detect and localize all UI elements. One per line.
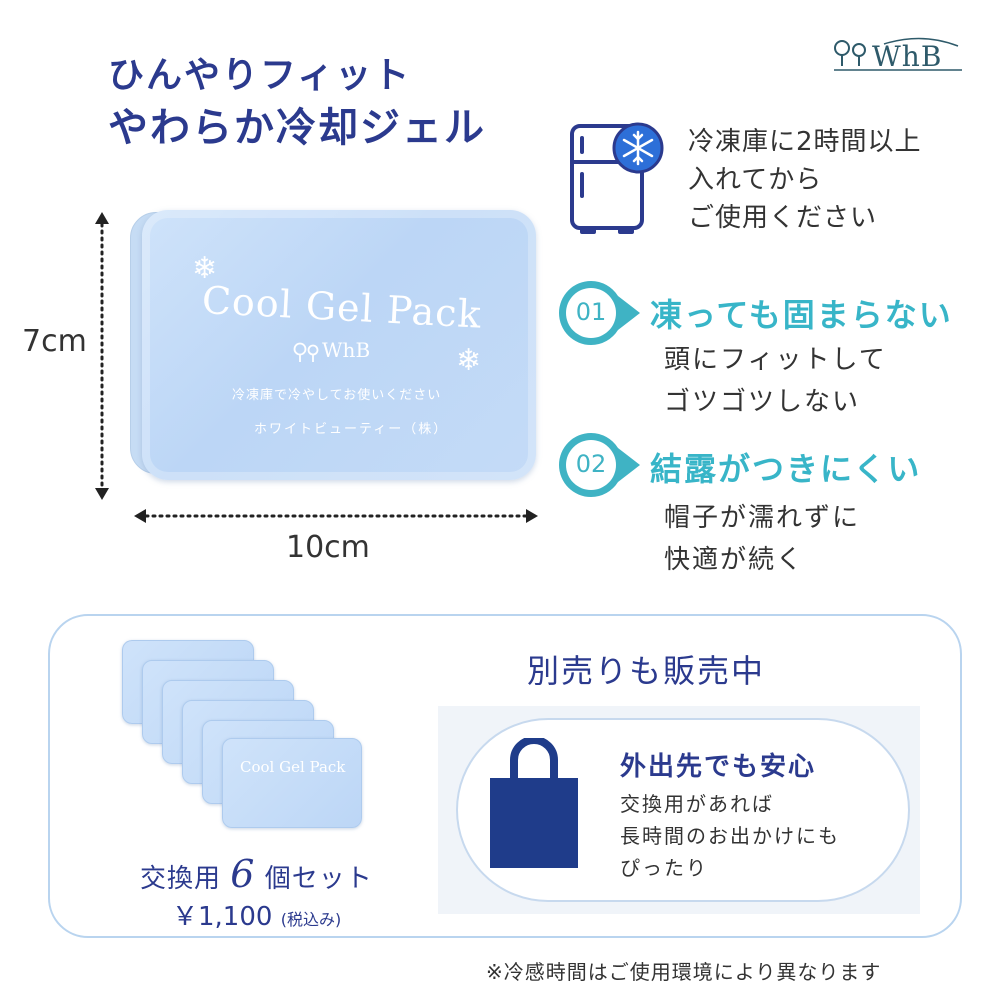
gel-pack-image bbox=[142, 210, 536, 480]
shopping-bag-icon bbox=[490, 738, 578, 868]
footnote: ※冷感時間はご使用環境により異なります bbox=[486, 960, 882, 984]
set-suffix: 個セット bbox=[264, 864, 373, 894]
snowflake-icon: ❄ bbox=[456, 343, 482, 378]
pack-maker: ホワイトビューティー（株） bbox=[254, 422, 449, 437]
price: ￥1,100 (税込み) bbox=[172, 896, 341, 933]
headline-line-2: やわらか冷却ジェル bbox=[108, 105, 486, 151]
benefit-line: 交換用があれば bbox=[620, 792, 774, 816]
price-value: ￥1,100 bbox=[172, 902, 273, 932]
pack-brand: WhB bbox=[322, 338, 371, 362]
benefit-line: ぴったり bbox=[620, 856, 708, 880]
width-label: 10cm bbox=[286, 530, 370, 565]
feature-text-line: 快適が続く bbox=[664, 545, 805, 575]
width-dimension-arrow bbox=[134, 509, 538, 523]
height-dimension-arrow bbox=[95, 212, 109, 500]
two-tree-logo-icon bbox=[834, 37, 962, 71]
height-label: 7cm bbox=[22, 324, 87, 359]
brand-logo-text: WhB bbox=[872, 40, 943, 73]
feature-text-line: 頭にフィットして bbox=[664, 345, 887, 375]
benefit-line: 長時間のお出かけにも bbox=[620, 824, 840, 848]
mini-pack-label: Cool Gel Pack bbox=[240, 758, 346, 776]
number-badge-icon bbox=[559, 433, 640, 497]
fridge-note-line-2: 入れてから bbox=[688, 165, 823, 195]
feature-text-line: 帽子が濡れずに bbox=[664, 503, 861, 533]
set-label: 交換用 6 個セット bbox=[140, 852, 373, 896]
feature-number: 02 bbox=[575, 450, 607, 478]
number-badge-icon bbox=[559, 281, 640, 345]
set-prefix: 交換用 bbox=[140, 864, 222, 894]
headline-line-1: ひんやりフィット bbox=[108, 55, 412, 96]
price-tax-note: (税込み) bbox=[280, 910, 342, 929]
pack-instruction: 冷凍庫で冷やしてお使いください bbox=[232, 388, 442, 403]
sale-heading: 別売りも販売中 bbox=[527, 652, 766, 690]
benefit-text: 交換用があれば 長時間のお出かけにも ぴったり bbox=[620, 788, 840, 884]
snowflake-icon: ❄ bbox=[192, 251, 218, 286]
freezer-icon bbox=[570, 122, 664, 234]
set-count: 6 bbox=[230, 852, 256, 896]
feature-heading: 凍っても固まらない bbox=[650, 296, 953, 334]
feature-number: 01 bbox=[575, 298, 607, 326]
mini-gel-pack-front bbox=[222, 738, 362, 828]
fridge-note-line-1: 冷凍庫に2時間以上 bbox=[688, 127, 922, 157]
fridge-note-line-3: ご使用ください bbox=[688, 203, 878, 233]
benefit-heading: 外出先でも安心 bbox=[620, 752, 817, 782]
pack-logo-icon bbox=[293, 342, 319, 362]
feature-text-line: ゴツゴツしない bbox=[664, 387, 861, 417]
feature-heading: 結露がつきにくい bbox=[650, 450, 922, 488]
